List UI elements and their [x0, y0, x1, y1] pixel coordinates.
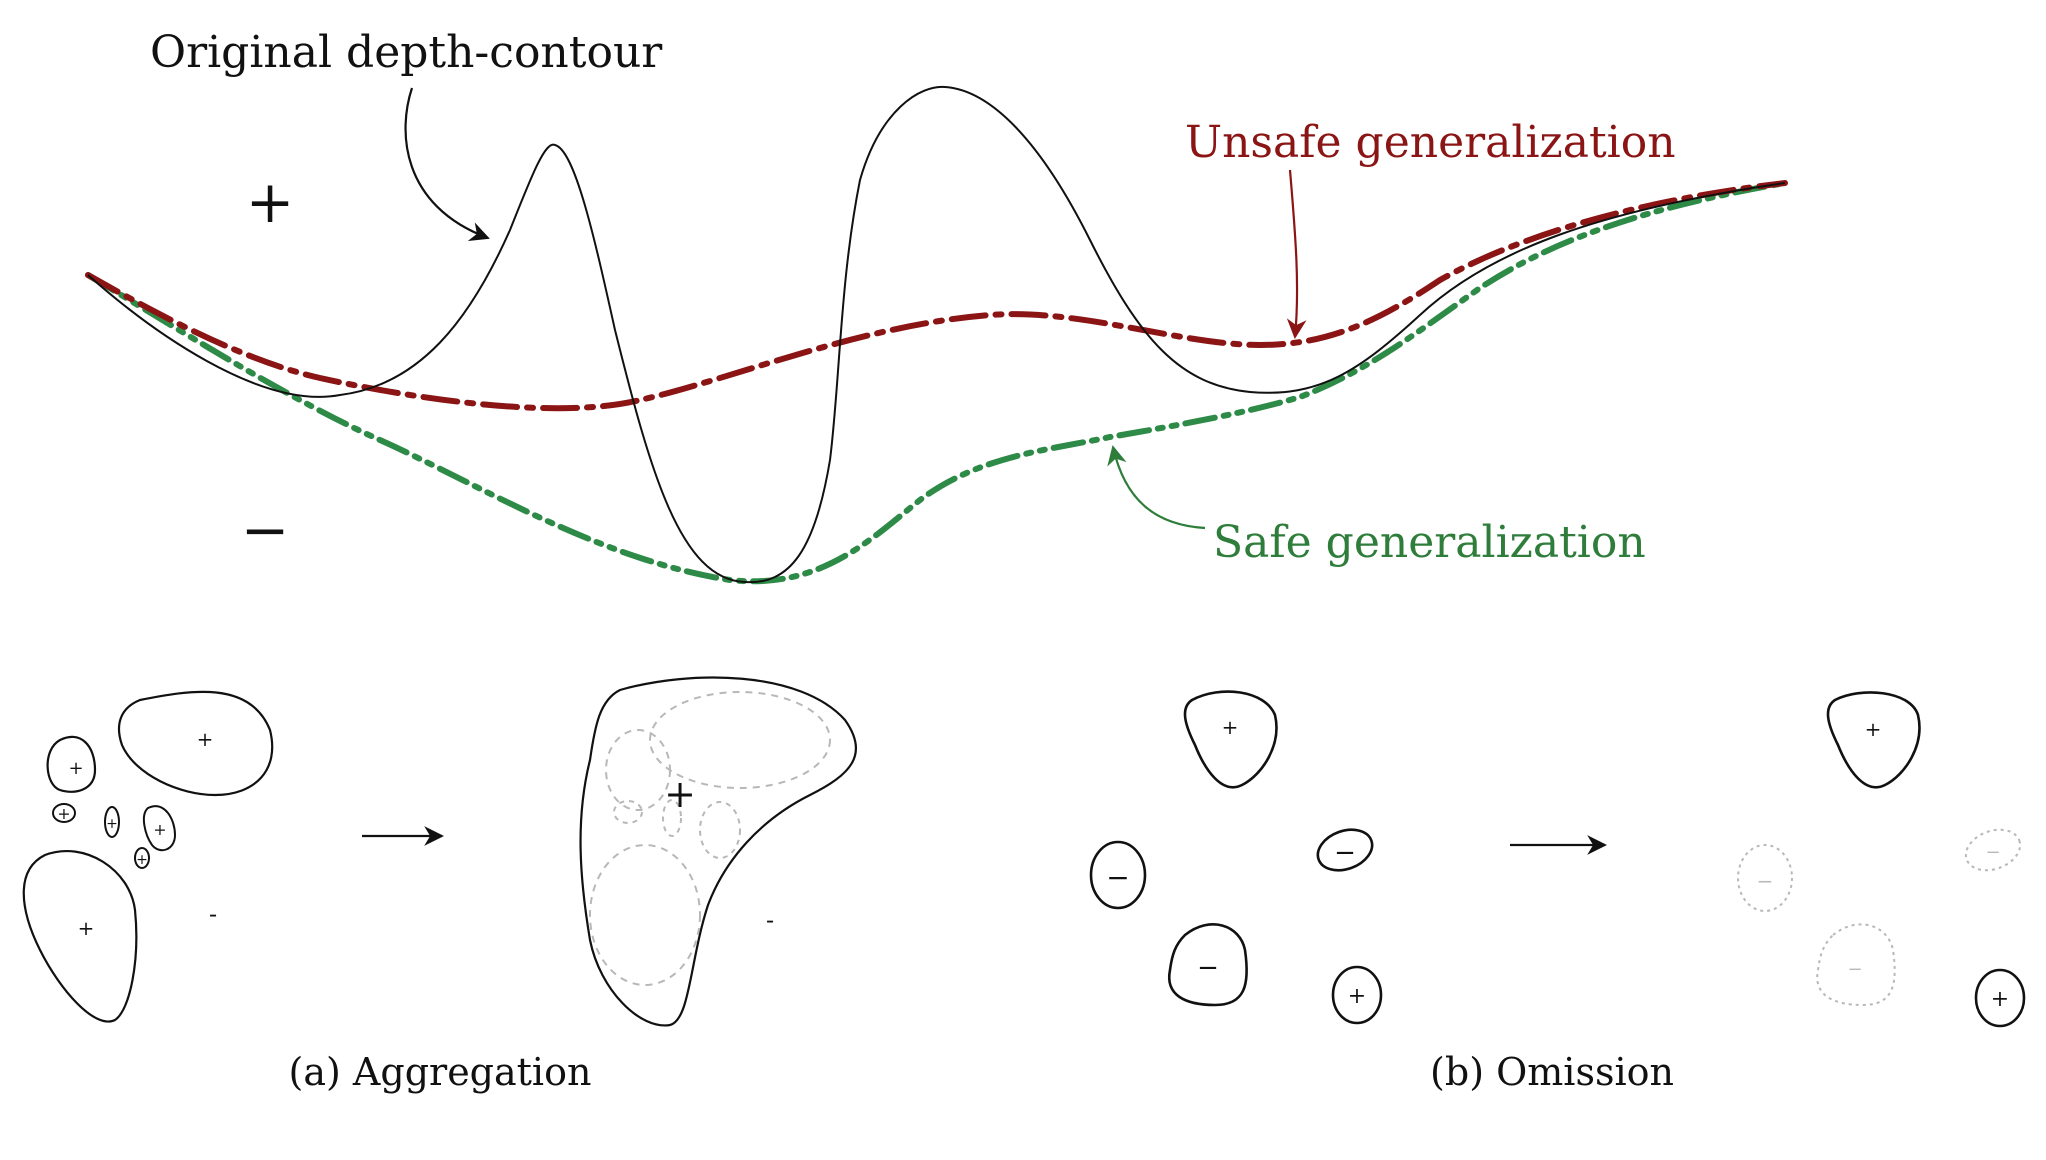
- minus-region-left-sign: −: [1106, 861, 1129, 894]
- minus-region-bottom-sign: −: [1197, 953, 1219, 983]
- omission-panel: + − − − + + − − − + (b) Omission: [1089, 690, 2026, 1094]
- faded-upper-region: [649, 691, 831, 789]
- faded-tiny-region-1: [613, 800, 643, 824]
- plus-region-top-sign: +: [1222, 715, 1239, 739]
- kept-plus-region-top: [1826, 691, 1921, 789]
- tiny-region-2: [104, 806, 120, 838]
- aggregated-region-outline: [579, 676, 858, 1027]
- tiny-region-3-sign: +: [136, 852, 148, 868]
- aggregation-after-minus: -: [766, 906, 774, 934]
- minus-region-left: [1089, 840, 1147, 910]
- small-left-region: [46, 735, 97, 793]
- omitted-minus-region-small-sign: −: [1985, 842, 2000, 863]
- kept-plus-region-bottom: [1974, 968, 2026, 1028]
- plus-sign-region: +: [246, 168, 295, 236]
- omitted-minus-region-small: [1964, 828, 2022, 872]
- faded-right-region: [699, 801, 741, 859]
- safe-generalization-pointer-arrow: [1107, 445, 1206, 530]
- minus-region-bottom: [1167, 923, 1248, 1007]
- plus-region-bottom: [1331, 965, 1383, 1025]
- plus-region-bottom-sign: +: [1348, 984, 1366, 1009]
- large-lower-region-sign: +: [78, 916, 95, 940]
- omission-after-group: + − − − +: [1737, 691, 2026, 1028]
- original-contour-pointer-arrow: [404, 87, 490, 241]
- tiny-region-1: [52, 803, 76, 823]
- aggregation-after-group: + -: [579, 676, 858, 1027]
- minus-region-small: [1316, 828, 1374, 872]
- omitted-minus-region-left: [1737, 844, 1793, 912]
- tiny-region-2-sign: +: [106, 816, 118, 832]
- faded-left-region: [605, 729, 671, 811]
- omitted-minus-region-left-sign: −: [1757, 869, 1774, 893]
- faded-tiny-region-2: [662, 799, 682, 837]
- aggregation-panel: + + + + + + + - + -: [22, 676, 858, 1094]
- kept-plus-region-top-sign: +: [1865, 717, 1882, 741]
- faded-lower-region: [589, 844, 701, 986]
- small-left-region-sign: +: [68, 758, 83, 779]
- kept-plus-region-bottom-sign: +: [1991, 987, 2009, 1012]
- large-lower-region: [22, 849, 138, 1023]
- aggregation-caption: (a) Aggregation: [289, 1050, 592, 1094]
- safe-generalization-label: Safe generalization: [1213, 517, 1646, 568]
- plus-region-top: [1183, 690, 1278, 789]
- minus-sign-region: −: [241, 496, 290, 564]
- safe-generalization-curve: [85, 180, 1788, 585]
- tiny-region-1-sign: +: [57, 804, 70, 823]
- small-right-region: [142, 805, 177, 852]
- omitted-minus-region-bottom-sign: −: [1847, 959, 1862, 980]
- minus-region-small-sign: −: [1334, 838, 1356, 868]
- unsafe-generalization-curve: [85, 180, 1788, 412]
- large-upper-region-sign: +: [197, 727, 214, 751]
- aggregation-before-group: + + + + + + + -: [22, 690, 274, 1023]
- unsafe-generalization-label: Unsafe generalization: [1185, 117, 1676, 168]
- small-right-region-sign: +: [153, 820, 166, 839]
- original-depth-contour-curve: [87, 85, 1786, 584]
- omission-before-group: + − − − +: [1089, 690, 1383, 1025]
- aggregated-region-plus: +: [664, 772, 696, 816]
- omission-caption: (b) Omission: [1430, 1050, 1674, 1094]
- tiny-region-3: [134, 847, 150, 869]
- original-depth-contour-label: Original depth-contour: [150, 27, 663, 78]
- depth-contour-panel: + − Original depth-contour Unsafe genera…: [85, 27, 1788, 585]
- large-upper-region: [117, 690, 274, 797]
- omitted-minus-region-bottom: [1816, 923, 1896, 1007]
- aggregation-before-minus: -: [209, 900, 217, 928]
- unsafe-generalization-pointer-arrow: [1286, 169, 1307, 339]
